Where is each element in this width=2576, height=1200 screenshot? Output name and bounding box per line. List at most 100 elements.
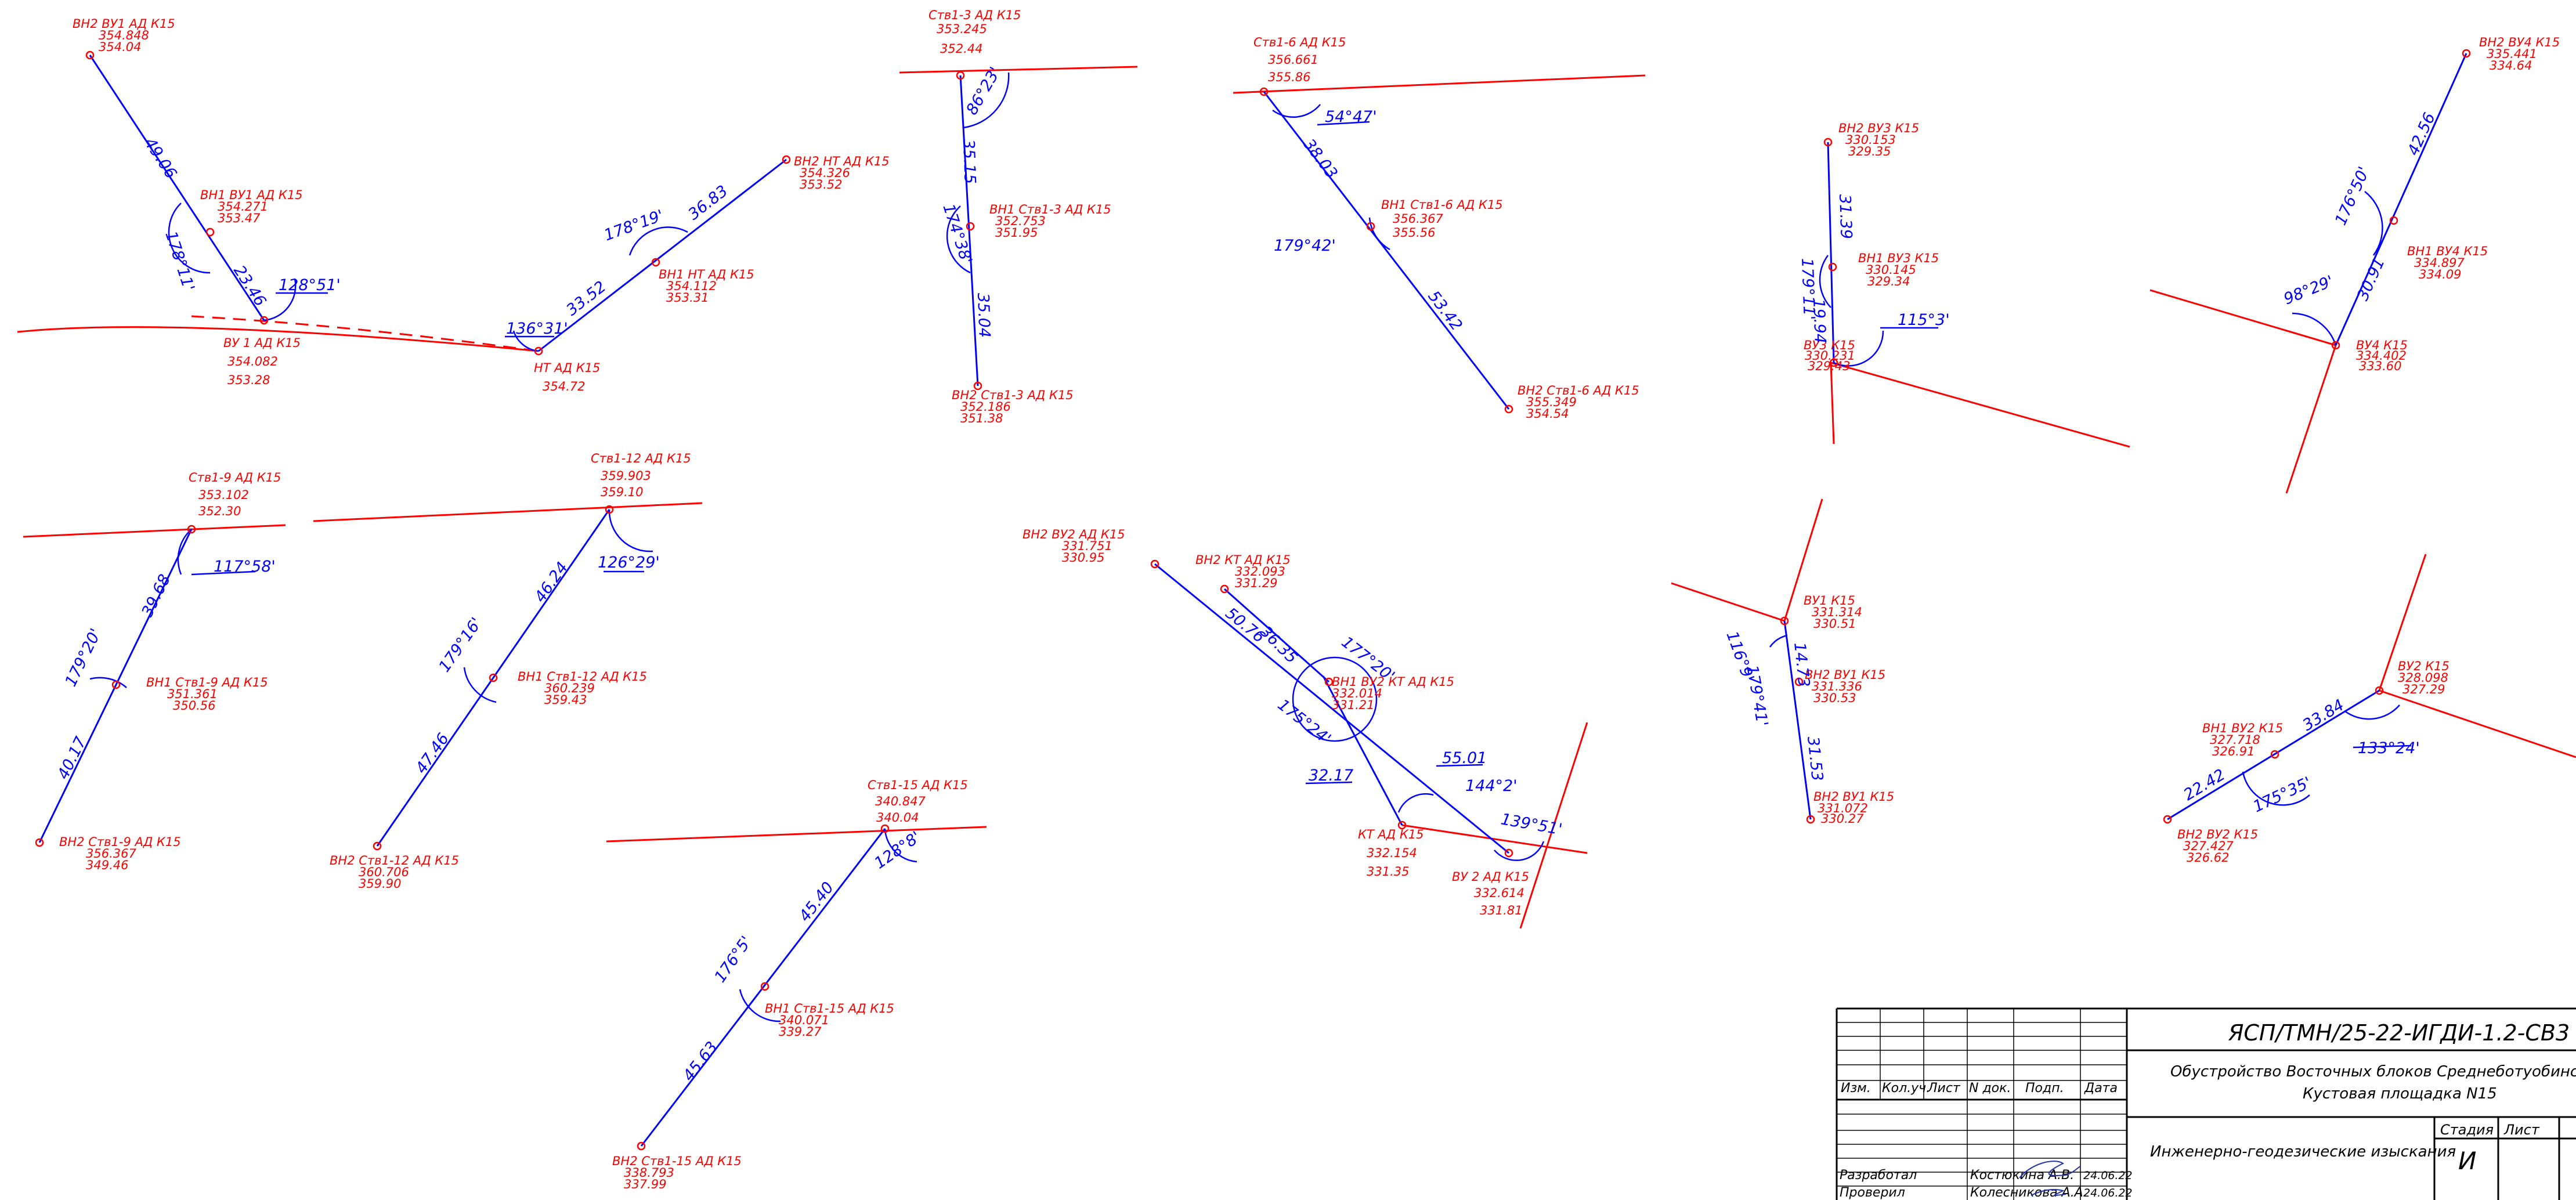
- point-marker: [2462, 49, 2471, 58]
- road-line-3: [1233, 74, 1646, 94]
- distance-label: 33.84: [2300, 696, 2347, 735]
- blue-line-11: [2167, 689, 2380, 821]
- blue-line-8: [376, 509, 610, 847]
- distance-label: 47.46: [412, 730, 453, 777]
- distance-label: 45.63: [680, 1038, 721, 1085]
- road-line-6: [23, 524, 286, 538]
- distance-label: 31.39: [1836, 194, 1855, 239]
- date-checker: 24.06.22: [2083, 1187, 2133, 1199]
- point-marker: [1150, 559, 1159, 569]
- point-marker: [1397, 821, 1407, 830]
- name-checker: Колесникова А.А.: [1970, 1185, 2087, 1200]
- blue-line-7: [38, 529, 193, 843]
- blue-line-9: [1154, 563, 1509, 854]
- angle-label: 136°31': [506, 320, 568, 338]
- angle-label: 117°58': [214, 558, 276, 576]
- angle-label: 115°3': [1898, 311, 1950, 329]
- point-marker: [1829, 358, 1838, 367]
- road-line-10a: [1671, 582, 1785, 622]
- blue-line-4: [1263, 91, 1510, 410]
- distance-label: 36.35: [1256, 623, 1301, 667]
- angle-arcs: [89, 72, 2412, 1022]
- red-road-lines: [17, 66, 2576, 929]
- angle-label: 178°19': [602, 207, 666, 245]
- road-line-5a: [2149, 289, 2336, 346]
- point-marker: [35, 838, 44, 847]
- distance-label: 14.73: [1790, 641, 1813, 688]
- role-checker: Проверил: [1840, 1185, 1905, 1200]
- point-marker: [1259, 87, 1269, 96]
- distance-label: 38.03: [1299, 136, 1341, 182]
- road-line-9a: [1401, 824, 1588, 854]
- distance-label: 30.91: [2354, 255, 2389, 303]
- road-line-5b: [2285, 345, 2337, 494]
- distance-label: 23.46: [230, 262, 269, 310]
- point-marker: [782, 155, 791, 164]
- distance-label: 40.17: [54, 734, 90, 782]
- point-marker: [259, 316, 269, 325]
- point-marker: [880, 824, 890, 833]
- work-type: Инженерно-геодезические изыскания: [2150, 1143, 2456, 1161]
- distance-label: 49.06: [140, 135, 180, 182]
- distance-label: 32.17: [1309, 767, 1353, 785]
- angle-label: 126°29': [598, 554, 660, 572]
- point-marker: [205, 227, 215, 237]
- angle-label: 98°29': [2281, 272, 2336, 308]
- road-line-10b: [1783, 498, 1823, 621]
- point-marker: [2331, 341, 2340, 350]
- road-line-1: [17, 326, 539, 352]
- survey-point-markers: [35, 49, 2471, 1151]
- col-data: Дата: [2084, 1081, 2118, 1096]
- distance-label: 36.83: [685, 182, 731, 223]
- angle-label: 128°8': [871, 828, 924, 873]
- col-ndok: N док.: [1969, 1081, 2011, 1096]
- angle-label: 176°50': [2332, 164, 2373, 228]
- document-code: ЯСП/ТМН/25-22-ИГДИ-1.2-СВ3: [2228, 1020, 2570, 1046]
- angle-label: 86°23': [963, 64, 1005, 118]
- distance-label: 42.56: [2404, 110, 2439, 158]
- point-marker: [2270, 750, 2279, 759]
- point-marker: [1806, 815, 1815, 824]
- stage-header: Стадия: [2440, 1122, 2494, 1138]
- stage-value: И: [2458, 1147, 2476, 1175]
- point-marker: [85, 50, 95, 60]
- signature-image: [2019, 1161, 2081, 1196]
- blue-line-2: [538, 158, 787, 352]
- angle-label: 144°2': [1465, 777, 1518, 795]
- point-marker: [2389, 216, 2398, 225]
- angle-labels: 178°11' 128°51' 178°19' 136°31' 86°23' 1…: [62, 64, 2419, 986]
- point-marker: [651, 258, 660, 267]
- col-list: Лист: [1927, 1081, 1961, 1096]
- point-marker: [1504, 848, 1513, 858]
- sheet-header: Лист: [2503, 1122, 2540, 1138]
